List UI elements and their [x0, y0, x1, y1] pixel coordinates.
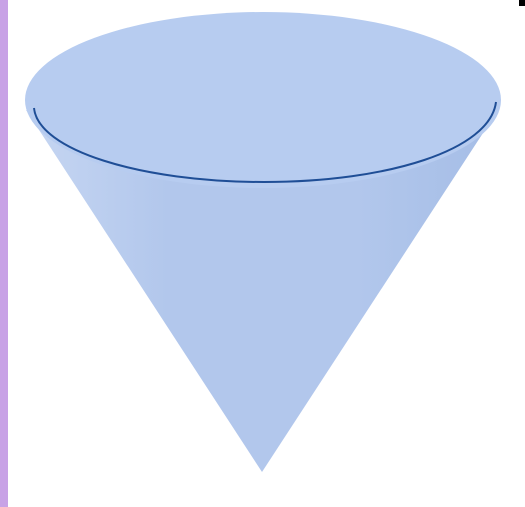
cone-top-face	[25, 12, 501, 188]
